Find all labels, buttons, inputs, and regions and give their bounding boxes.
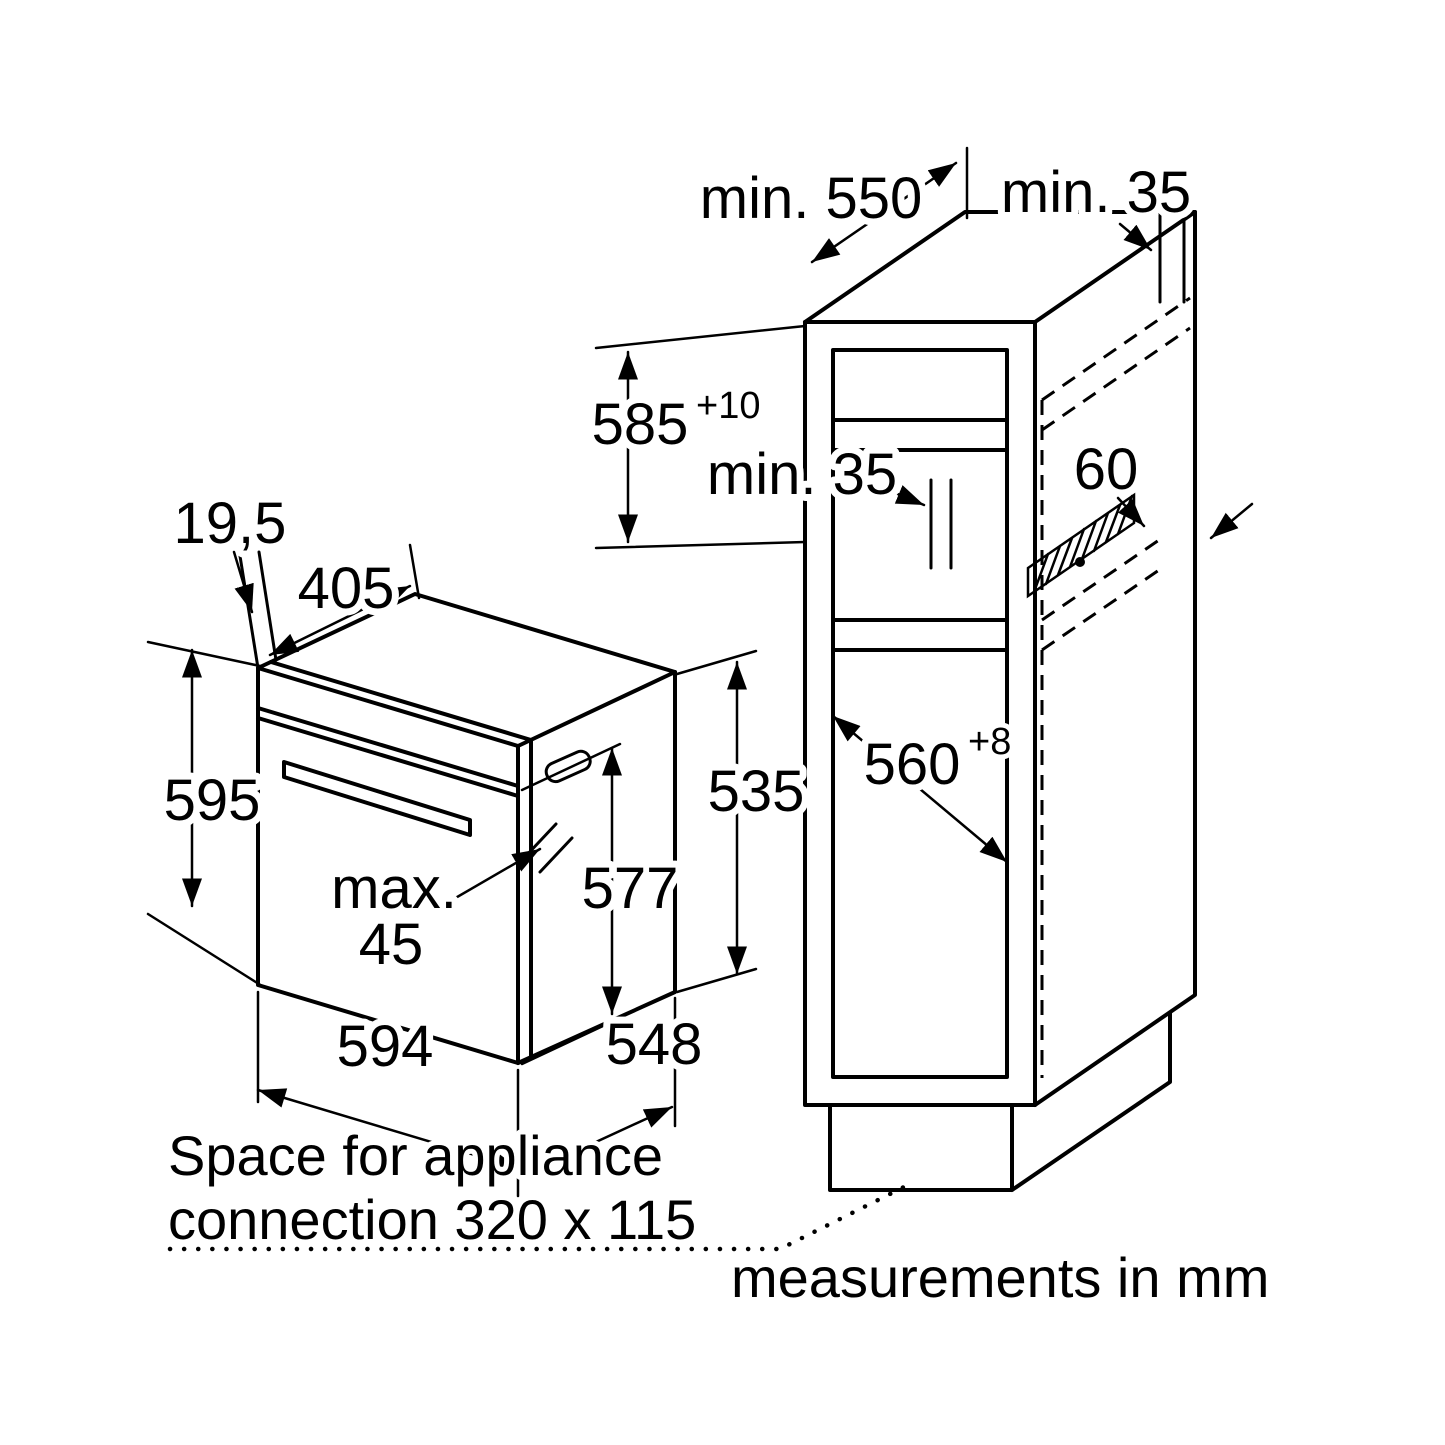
ext-594 <box>256 990 520 1198</box>
cabinet-depth-label: min. 550 <box>700 166 922 231</box>
units-note: measurements in mm <box>731 1246 1269 1309</box>
connection-note-line2: connection 320 x 115 <box>168 1188 696 1251</box>
oven-door-handle <box>282 760 472 837</box>
dim-line-560 <box>831 714 1009 864</box>
cabinet-plinth <box>828 1011 1172 1192</box>
dim-line-548 <box>520 1105 674 1178</box>
dim-line-405 <box>268 584 412 657</box>
cabinet-side-face <box>1033 210 1197 1107</box>
oven-drawing <box>238 550 677 1065</box>
oven-side-face <box>516 670 677 1065</box>
oven-width-label: 594 <box>337 1014 434 1079</box>
niche-rear-gap-lines <box>929 478 953 570</box>
connection-note-line1: Space for appliance <box>168 1124 663 1187</box>
oven-rear-height-label: 535 <box>708 759 805 824</box>
dim-line-594 <box>256 1088 520 1170</box>
oven-handle-max-label: max. <box>331 856 457 921</box>
dotted-leader <box>167 1183 909 1252</box>
cabinet-top-face <box>803 210 1197 324</box>
cabinet-front-face <box>803 320 1037 1107</box>
cabinet-shelf-upper <box>831 418 1009 452</box>
ext-577 <box>520 742 622 1066</box>
oven-frame-top-edge <box>269 660 533 742</box>
ext-405 <box>408 543 421 600</box>
niche-width-tolerance-label: +8 <box>968 721 1011 763</box>
ext-535 <box>675 649 758 994</box>
niche-rear-gap-label: min. 35 <box>707 442 897 507</box>
cabinet-wall-gap-top-label: min. 35 <box>1001 160 1191 225</box>
vent-dot <box>1075 557 1085 567</box>
leader-60 <box>1116 496 1146 528</box>
oven-depth-label: 548 <box>606 1012 703 1077</box>
niche-height-label: 585 <box>592 392 689 457</box>
vent-depth-label: 60 <box>1074 437 1139 502</box>
niche-height-tolerance-label: +10 <box>696 385 760 427</box>
oven-front-height-label: 577 <box>582 856 679 921</box>
leader-min35-inner <box>891 485 926 507</box>
ext-595 <box>146 640 264 988</box>
oven-control-panel-lines <box>256 706 520 798</box>
dimension-lines <box>146 146 1254 1252</box>
cabinet-shelf-lower <box>831 618 1009 652</box>
cabinet-inner-frame <box>831 348 1009 1079</box>
oven-handle-45-label: 45 <box>359 912 424 977</box>
cabinet-drawing <box>803 210 1197 1192</box>
leader-19-5 <box>232 550 254 614</box>
oven-top-depth-label: 405 <box>298 556 395 621</box>
oven-side-grip-slot <box>544 749 592 784</box>
oven-height-label: 595 <box>164 768 261 833</box>
vent-hatch <box>1026 492 1136 599</box>
oven-overhang-lines <box>238 550 278 670</box>
handle-depth-ticks <box>522 822 574 874</box>
cabinet-hidden-edges <box>1040 296 1191 1078</box>
oven-overhang-label: 19,5 <box>174 491 287 556</box>
ext-585 <box>594 324 807 550</box>
dim-line-min550 <box>810 161 958 264</box>
leader-min35-top <box>1118 222 1153 252</box>
niche-width-label: 560 <box>864 732 961 797</box>
labels: 19,5 405 595 max. 45 594 577 535 548 min… <box>157 153 1275 1314</box>
rear-wall-lines <box>1158 213 1186 304</box>
wall-arrow <box>1209 502 1254 540</box>
